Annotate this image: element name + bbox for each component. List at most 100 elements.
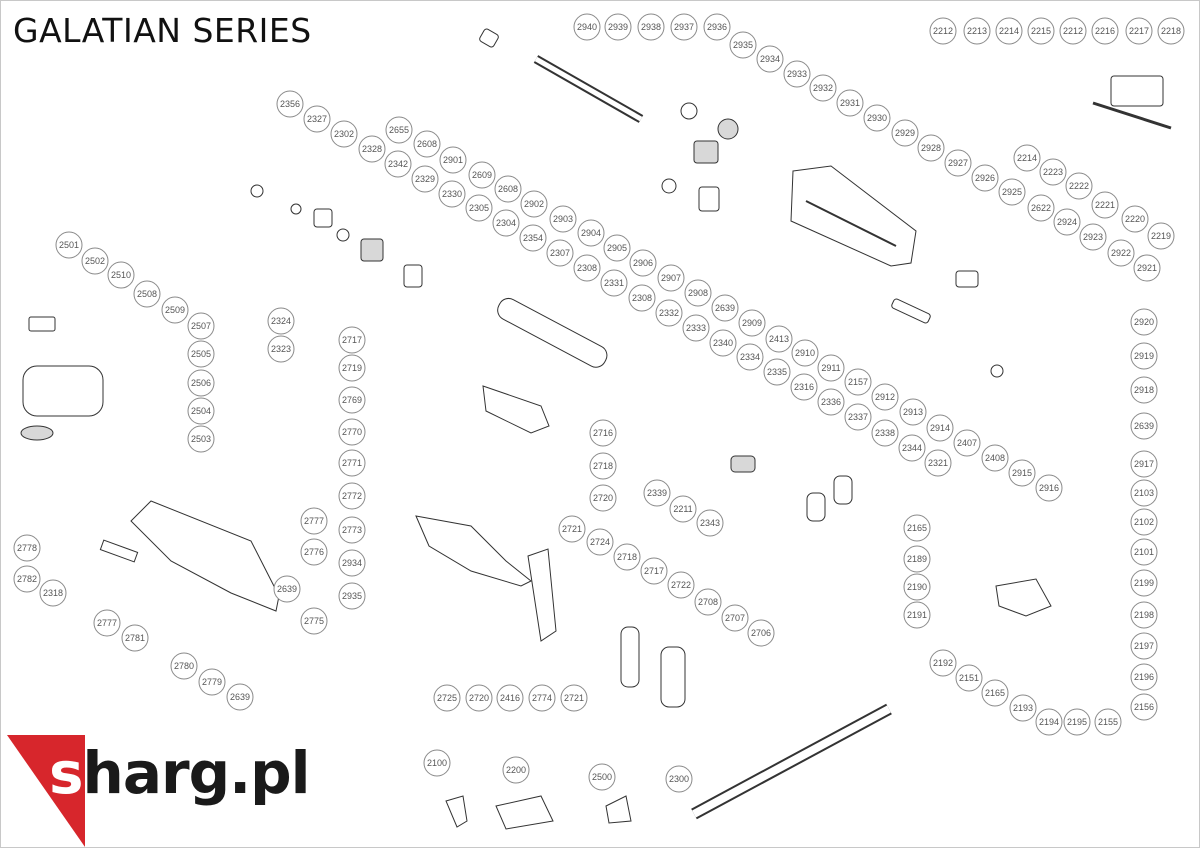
callout-2924: 2924 <box>1053 208 1081 236</box>
callout-2776: 2776 <box>300 538 328 566</box>
callout-2940: 2940 <box>573 13 601 41</box>
callout-label: 2720 <box>593 493 613 503</box>
part-safety-kit <box>605 795 632 824</box>
callout-circle <box>628 284 656 312</box>
callout-circle <box>711 294 739 322</box>
callout-label: 2318 <box>43 588 63 598</box>
callout-label: 2903 <box>553 214 573 224</box>
part-scope-mount <box>1110 75 1164 107</box>
callout-2722: 2722 <box>667 571 695 599</box>
callout-label: 2777 <box>97 618 117 628</box>
callout-circle <box>358 135 386 163</box>
callout-label: 2935 <box>342 591 362 601</box>
part-pin-right <box>891 298 931 324</box>
part-rail <box>1092 101 1172 130</box>
callout-circle <box>1130 632 1158 660</box>
callout-circle <box>1065 172 1093 200</box>
callout-circle <box>696 509 724 537</box>
callout-label: 2770 <box>342 427 362 437</box>
callout-2907: 2907 <box>657 264 685 292</box>
callout-circle <box>1130 450 1158 478</box>
part-tall-bush-1 <box>806 492 826 522</box>
callout-2719: 2719 <box>338 354 366 382</box>
callout-2717: 2717 <box>338 326 366 354</box>
callout-2916: 2916 <box>1035 474 1063 502</box>
callout-label: 2905 <box>607 243 627 253</box>
callout-label: 2781 <box>125 633 145 643</box>
callout-2911: 2911 <box>817 354 845 382</box>
callout-2914: 2914 <box>926 414 954 442</box>
callout-circle <box>423 749 451 777</box>
callout-circle <box>170 652 198 680</box>
callout-label: 2901 <box>443 155 463 165</box>
callout-circle <box>385 116 413 144</box>
callout-label: 2305 <box>469 203 489 213</box>
callout-circle <box>589 452 617 480</box>
callout-circle <box>338 549 366 577</box>
callout-circle <box>338 326 366 354</box>
callout-2770: 2770 <box>338 418 366 446</box>
callout-circle <box>586 528 614 556</box>
callout-label: 2354 <box>523 233 543 243</box>
callout-circle <box>929 17 957 45</box>
callout-circle <box>899 398 927 426</box>
callout-label: 2156 <box>1134 702 1154 712</box>
callout-circle <box>338 354 366 382</box>
callout-2777: 2777 <box>93 609 121 637</box>
callout-label: 2717 <box>342 335 362 345</box>
callout-circle <box>604 13 632 41</box>
callout-label: 2327 <box>307 114 327 124</box>
callout-circle <box>338 449 366 477</box>
callout-2918: 2918 <box>1130 376 1158 404</box>
part-front-bush <box>693 140 719 164</box>
callout-label: 2193 <box>1013 703 1033 713</box>
callout-circle <box>589 484 617 512</box>
part-spring-right <box>955 270 979 288</box>
callout-label: 2223 <box>1043 167 1063 177</box>
callout-2221: 2221 <box>1091 191 1119 219</box>
callout-2211: 2211 <box>669 495 697 523</box>
callout-label: 2190 <box>907 582 927 592</box>
callout-2608: 2608 <box>494 175 522 203</box>
callout-label: 2504 <box>191 406 211 416</box>
callout-2316: 2316 <box>790 373 818 401</box>
callout-label: 2902 <box>524 199 544 209</box>
callout-circle <box>187 397 215 425</box>
callout-circle <box>1130 538 1158 566</box>
callout-circle <box>520 190 548 218</box>
callout-circle <box>187 340 215 368</box>
callout-label: 2708 <box>698 597 718 607</box>
callout-label: 2639 <box>230 692 250 702</box>
callout-circle <box>863 104 891 132</box>
callout-circle <box>528 684 556 712</box>
callout-circle <box>665 765 693 793</box>
callout-2216: 2216 <box>1091 17 1119 45</box>
callout-2781: 2781 <box>121 624 149 652</box>
callout-2925: 2925 <box>998 178 1026 206</box>
callout-circle <box>817 354 845 382</box>
callout-label: 2510 <box>111 270 131 280</box>
callout-label: 2778 <box>17 543 37 553</box>
callout-circle <box>39 579 67 607</box>
callout-2780: 2780 <box>170 652 198 680</box>
callout-2935: 2935 <box>338 582 366 610</box>
callout-2505: 2505 <box>187 340 215 368</box>
callout-label: 2719 <box>342 363 362 373</box>
callout-2356: 2356 <box>276 90 304 118</box>
callout-label: 2717 <box>644 566 664 576</box>
callout-circle <box>465 194 493 222</box>
callout-2338: 2338 <box>871 419 899 447</box>
callout-label: 2923 <box>1083 232 1103 242</box>
callout-circle <box>589 419 617 447</box>
callout-circle <box>729 31 757 59</box>
callout-2223: 2223 <box>1039 158 1067 186</box>
callout-2192: 2192 <box>929 649 957 677</box>
callout-circle <box>703 13 731 41</box>
callout-circle <box>93 609 121 637</box>
callout-label: 2194 <box>1039 717 1059 727</box>
callout-label: 2933 <box>787 69 807 79</box>
callout-2910: 2910 <box>791 339 819 367</box>
callout-circle <box>738 309 766 337</box>
callout-label: 2913 <box>903 407 923 417</box>
part-sight-body <box>22 365 104 417</box>
